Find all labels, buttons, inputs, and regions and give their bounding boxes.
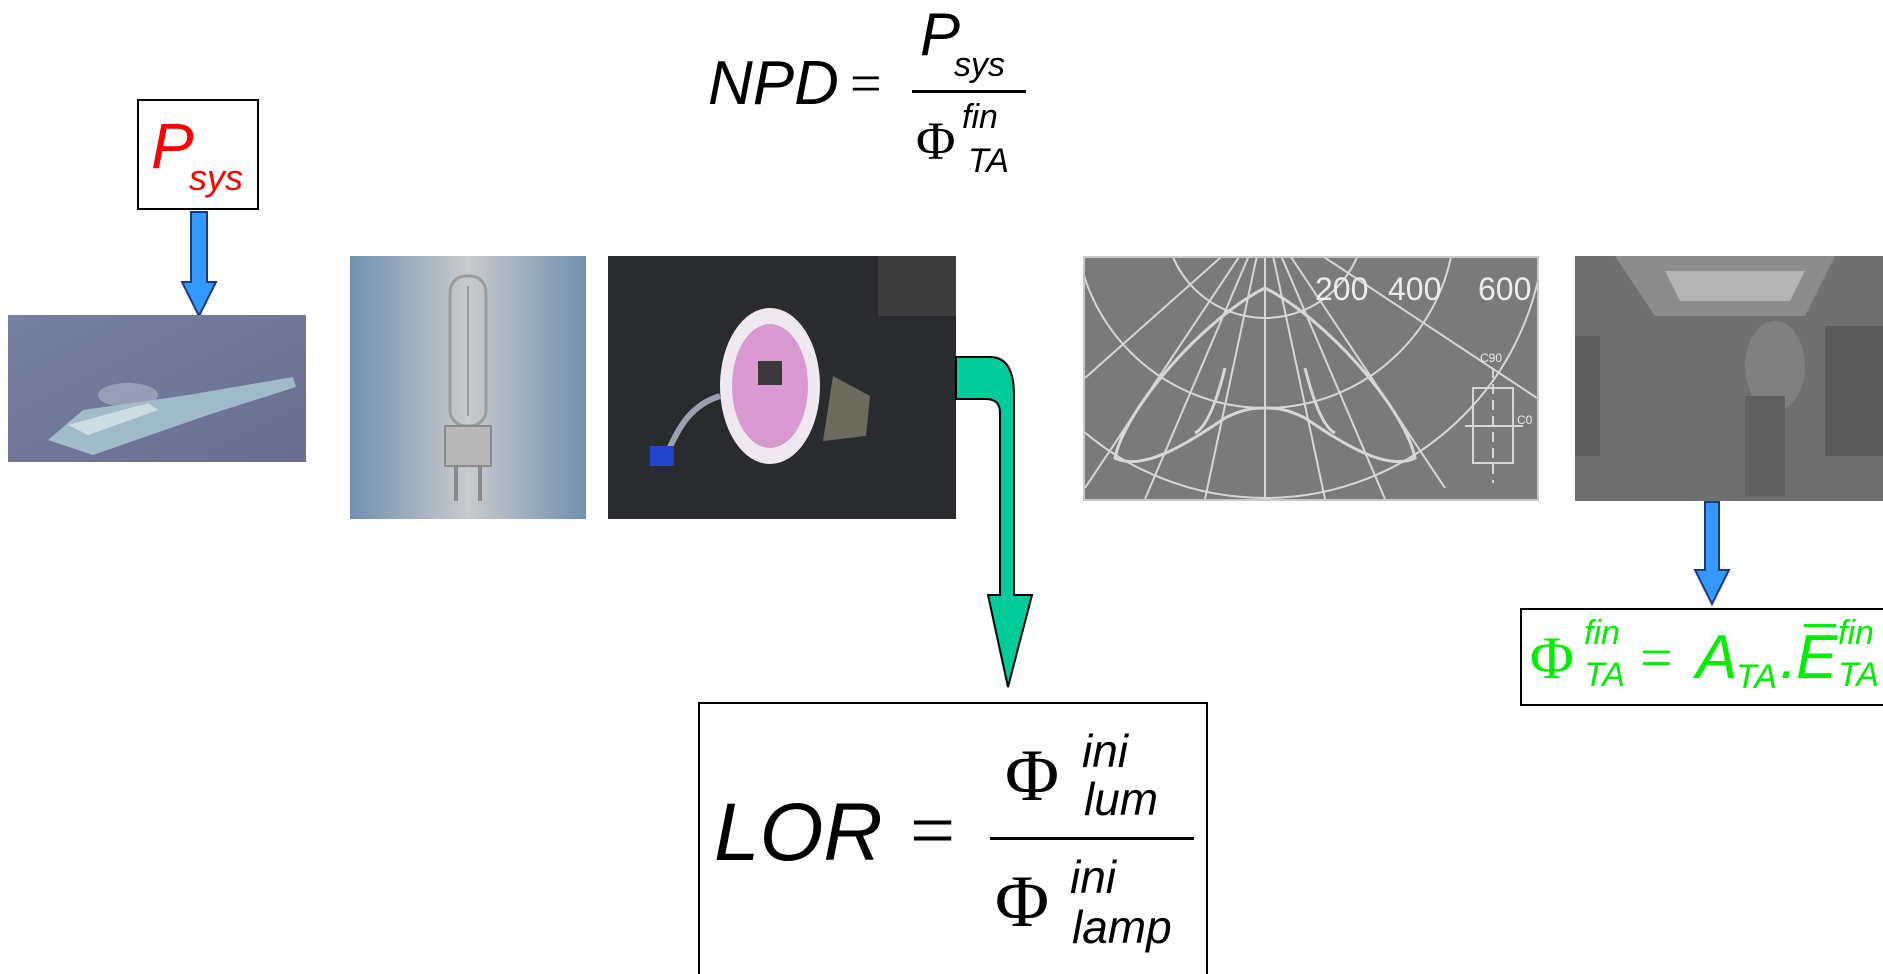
lamp-photo: [350, 256, 586, 519]
downlight-photo: [608, 256, 956, 519]
psys-sub: sys: [189, 157, 243, 198]
lor-num-sup: ini: [1082, 725, 1129, 777]
lor-equals: =: [910, 787, 956, 875]
npd-lhs: NPD: [708, 49, 839, 118]
npd-num-sub: sys: [954, 46, 1005, 84]
blue-arrow-down-icon: [180, 211, 218, 318]
room-photo: [1575, 256, 1883, 501]
lor-den-phi: Φ: [995, 861, 1050, 943]
flux-e-bar: [1804, 624, 1836, 627]
psys-p: P: [151, 110, 194, 182]
lor-den-sub: lamp: [1072, 901, 1172, 953]
npd-fraction-bar: [912, 90, 1026, 93]
lor-lhs: LOR: [714, 787, 883, 878]
polar-diagram: 200 400 600 C90 C0: [1083, 256, 1539, 501]
flux-e-sub: TA: [1838, 656, 1879, 694]
flux-e: E: [1796, 623, 1838, 692]
flux-equals: =: [1640, 625, 1673, 690]
blue-arrow-down-icon: [1693, 501, 1731, 606]
flux-phi-sup: fin: [1584, 614, 1620, 652]
lor-formula-box: LOR = Φ ini lum Φ ini lamp: [698, 702, 1208, 974]
flux-phi-sub: TA: [1584, 656, 1625, 694]
lor-den-sup: ini: [1070, 851, 1117, 903]
npd-formula: NPD = P sys Φ fin TA: [700, 0, 1040, 190]
flux-e-sup: fin: [1838, 614, 1874, 652]
psys-box: P sys: [137, 99, 259, 210]
flux-formula-box: Φ fin TA = A TA . E fin TA: [1520, 608, 1883, 706]
polar-tick-600: 600: [1478, 271, 1531, 307]
green-arrow-down-icon: [955, 356, 1034, 688]
npd-num-p: P: [920, 1, 961, 68]
polar-tick-400: 400: [1388, 271, 1441, 307]
flux-a: A: [1696, 623, 1738, 692]
flux-dot: .: [1780, 623, 1798, 692]
npd-den-phi: Φ: [916, 111, 956, 171]
npd-den-sub: TA: [968, 142, 1009, 180]
polar-plane-c90: C90: [1480, 351, 1502, 365]
npd-den-sup: fin: [962, 98, 998, 136]
npd-equals: =: [850, 53, 882, 115]
flux-phi: Φ: [1530, 625, 1574, 691]
flux-a-sub: TA: [1736, 658, 1777, 696]
polar-tick-200: 200: [1315, 271, 1368, 307]
polar-plane-c0: C0: [1517, 413, 1533, 427]
lor-num-phi: Φ: [1005, 735, 1060, 817]
luminaire-photo: [8, 315, 306, 462]
lor-num-sub: lum: [1084, 773, 1159, 825]
lor-fraction-bar: [990, 837, 1194, 840]
